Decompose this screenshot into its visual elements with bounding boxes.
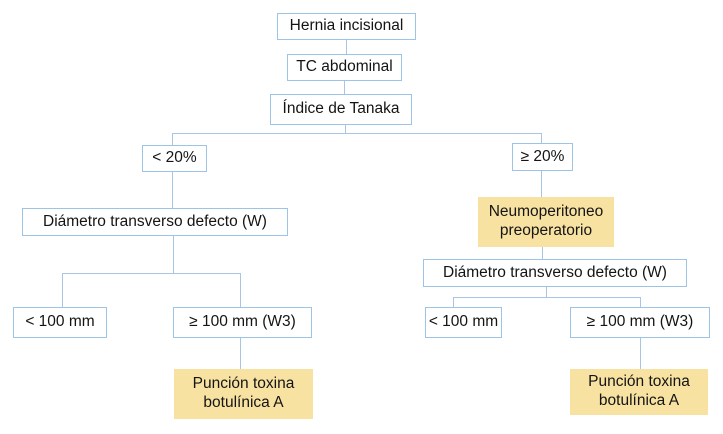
- node-ge-20pct: ≥ 20%: [512, 143, 573, 171]
- node-lt-20pct: < 20%: [142, 145, 207, 172]
- connector-diamL-split: [173, 236, 174, 273]
- connector-drop-ge100L: [240, 273, 241, 307]
- connector-hernia-tc: [346, 40, 347, 54]
- node-neumoperitoneo: Neumoperitoneo preoperatorio: [478, 197, 614, 247]
- connector-split-horizontal: [172, 133, 542, 134]
- connector-ge100L-botox: [240, 338, 241, 369]
- connector-lt20-diam: [172, 172, 173, 208]
- node-lt-100mm-right: < 100 mm: [425, 307, 502, 338]
- connector-splitR-horizontal: [453, 297, 641, 298]
- connector-drop-ge100R: [640, 297, 641, 307]
- connector-neumo-diamR: [542, 247, 543, 259]
- node-hernia-incisional: Hernia incisional: [277, 13, 416, 40]
- node-diametro-transverso-right: Diámetro transverso defecto (W): [423, 259, 687, 287]
- connector-drop-ge20: [541, 133, 542, 143]
- connector-tanaka-split: [345, 125, 346, 133]
- node-lt-100mm-left: < 100 mm: [13, 307, 107, 338]
- connector-drop-lt100R: [453, 297, 454, 307]
- connector-drop-lt20: [172, 133, 173, 145]
- node-indice-tanaka: Índice de Tanaka: [270, 94, 412, 125]
- connector-ge100R-botox: [640, 338, 641, 369]
- node-puncion-toxina-left: Punción toxina botulínica A: [174, 369, 313, 419]
- node-ge-100mm-left: ≥ 100 mm (W3): [173, 307, 312, 338]
- connector-drop-lt100L: [62, 273, 63, 307]
- connector-tc-tanaka: [344, 81, 345, 94]
- connector-ge20-neumo: [541, 171, 542, 197]
- node-tc-abdominal: TC abdominal: [287, 54, 402, 81]
- node-diametro-transverso-left: Diámetro transverso defecto (W): [22, 208, 288, 236]
- node-ge-100mm-right: ≥ 100 mm (W3): [570, 307, 710, 338]
- node-puncion-toxina-right: Punción toxina botulínica A: [570, 369, 708, 415]
- connector-diamR-split: [546, 287, 547, 297]
- connector-splitL-horizontal: [62, 273, 241, 274]
